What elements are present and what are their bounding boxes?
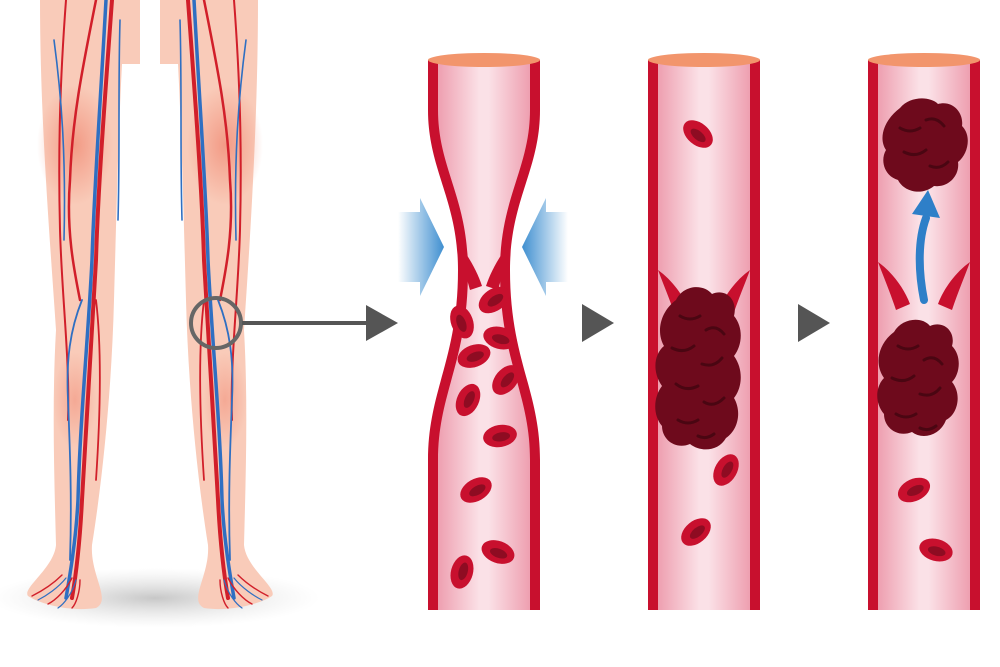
vessel-1-valve-left [462, 248, 482, 290]
magnifier-circle-icon [189, 296, 243, 350]
clot-forming-icon [648, 53, 760, 610]
triangle-right-icon [582, 304, 614, 342]
right-leg-vessels [179, 0, 269, 609]
vessel-1-valve-right [486, 248, 506, 290]
pointer-arrow-icon [242, 305, 398, 341]
left-leg-vessels [31, 0, 121, 609]
compression-arrow-right [522, 198, 568, 296]
blood-clot-icon [877, 319, 959, 436]
right-thigh-glow [187, 85, 263, 205]
vessel-2-rim [648, 53, 760, 67]
compression-arrows-icon [398, 198, 568, 296]
left-thigh-glow [37, 85, 113, 205]
vessel-3-valve-right [938, 262, 970, 310]
legs-veins-icon [0, 0, 320, 628]
blood-clot-icon [655, 287, 741, 450]
detached-clot-icon [882, 98, 968, 192]
compressed-vein-icon [428, 53, 540, 610]
vessel-3-rim [868, 53, 980, 67]
clot-detaching-icon [868, 53, 980, 610]
vessel-1-rim [428, 53, 540, 67]
vessel-3-valve-left [878, 262, 910, 310]
up-arrow-icon [912, 190, 940, 304]
triangle-right-icon [798, 304, 830, 342]
compression-arrow-left [398, 198, 444, 296]
